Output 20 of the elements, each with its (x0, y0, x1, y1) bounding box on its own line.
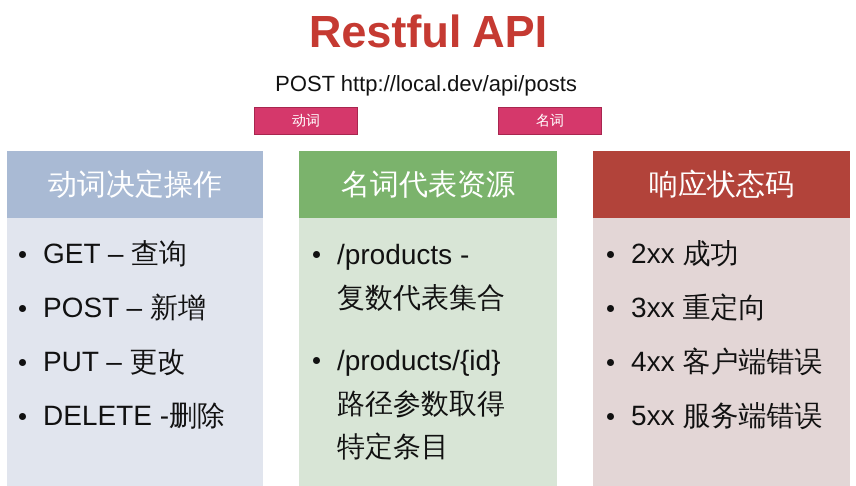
list-item: /products/{id} 路径参数取得特定条目 (337, 344, 506, 464)
request-url: POST http://local.dev/api/posts (275, 70, 577, 98)
list-item: PUT – 更改 (43, 345, 186, 379)
column-header: 名词代表资源 (299, 151, 557, 218)
list-item: GET – 查询 (43, 237, 188, 271)
column-header: 动词决定操作 (7, 151, 263, 218)
title: Restful API (308, 6, 548, 58)
column-card (299, 151, 557, 486)
list-item: 3xx 重定向 (631, 291, 766, 325)
word-tag: 动词 (254, 107, 358, 135)
list-item: POST – 新增 (43, 291, 206, 325)
list-item: /products - 复数代表集合 (337, 238, 506, 315)
column-card (7, 151, 263, 486)
list-item: 5xx 服务端错误 (631, 399, 822, 433)
column-card (593, 151, 850, 486)
list-item: 2xx 成功 (631, 237, 738, 271)
column-header: 响应状态码 (593, 151, 850, 218)
list-item: DELETE -删除 (43, 399, 226, 433)
list-item: 4xx 客户端错误 (631, 345, 822, 379)
word-tag: 名词 (498, 107, 602, 135)
